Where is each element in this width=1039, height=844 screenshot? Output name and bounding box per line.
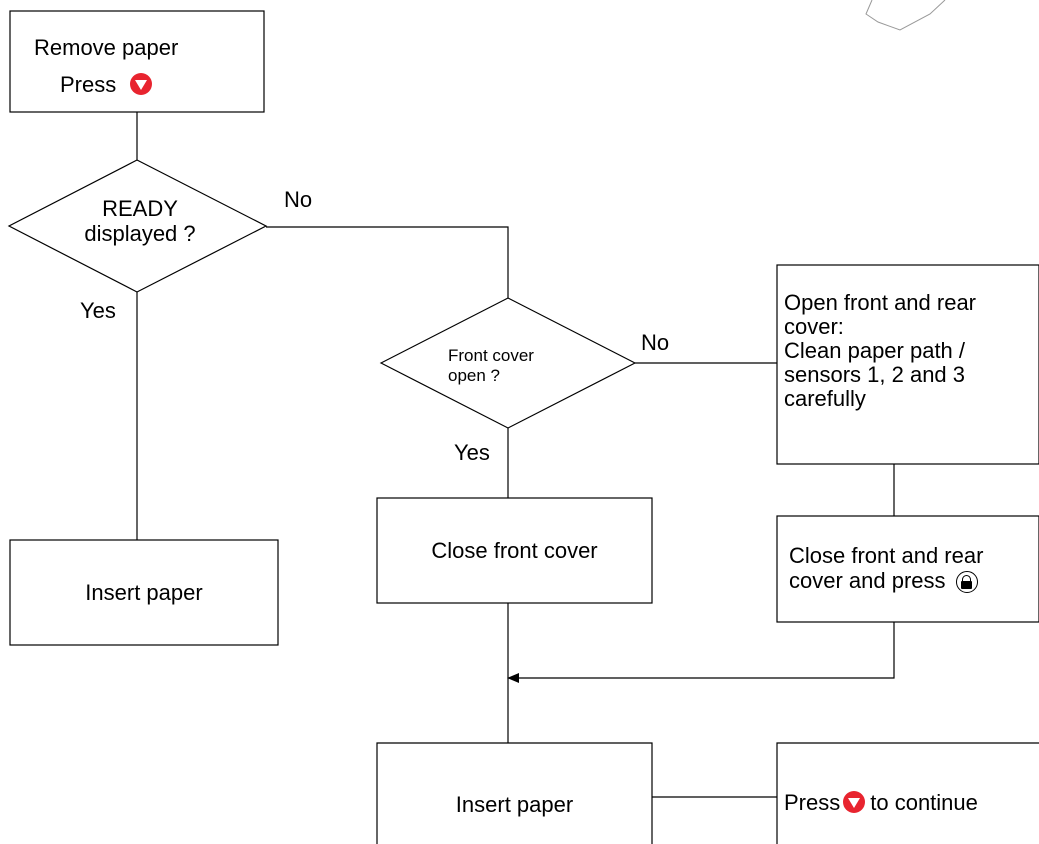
press-continue-after: to continue — [870, 790, 978, 815]
close-front-rear-label: Close front and rear cover and press — [789, 543, 983, 593]
ready-line2: displayed ? — [84, 221, 196, 246]
press-continue-label: Press to continue — [784, 790, 978, 815]
red-down-triangle-button-icon — [843, 791, 866, 813]
ready-yes-label: Yes — [80, 298, 116, 323]
remove-paper-box — [9, 10, 265, 113]
ready-line1: READY — [102, 196, 178, 221]
lock-button-icon — [955, 571, 978, 593]
open-covers-label: Open front and rear cover: Clean paper p… — [784, 290, 977, 411]
open-covers-box — [776, 264, 1039, 465]
close-front-cover-box — [376, 497, 653, 604]
ready-displayed-label: READY displayed ? — [65, 196, 215, 246]
press-text: Press — [60, 72, 117, 97]
press-line: Press — [60, 72, 153, 97]
close-front-cover-label: Close front cover — [431, 538, 598, 563]
insert-paper-bottom-label: Insert paper — [455, 792, 574, 817]
close-front-rear-line2-wrap: cover and press — [789, 568, 983, 593]
ready-displayed-diamond — [7, 159, 268, 293]
connector-ready-no — [266, 226, 509, 298]
remove-paper-label: Remove paper — [34, 35, 178, 60]
press-continue-box — [776, 742, 1039, 844]
press-continue-before: Press — [784, 790, 841, 815]
close-front-rear-box — [776, 515, 1039, 623]
remove-paper-line1: Remove paper — [34, 35, 179, 60]
insert-paper-left-label: Insert paper — [85, 580, 203, 605]
close-front-rear-line2: cover and press — [789, 568, 946, 593]
printer-sketch-icon — [865, 0, 946, 31]
ready-no-label: No — [284, 187, 313, 212]
connector-return-arrow — [517, 622, 895, 679]
front-line2: open ? — [448, 366, 500, 385]
front-yes-label: Yes — [454, 440, 490, 465]
front-line1: Front cover — [448, 346, 534, 365]
close-front-rear-line1: Close front and rear — [789, 543, 984, 568]
insert-paper-left-box — [9, 539, 279, 646]
arrowhead — [507, 673, 519, 683]
front-cover-open-label: Front cover open ? — [448, 346, 534, 386]
front-cover-open-diamond — [379, 297, 637, 429]
insert-paper-bottom-box — [376, 742, 653, 844]
red-down-triangle-button-icon — [130, 73, 153, 95]
front-no-label: No — [641, 330, 670, 355]
